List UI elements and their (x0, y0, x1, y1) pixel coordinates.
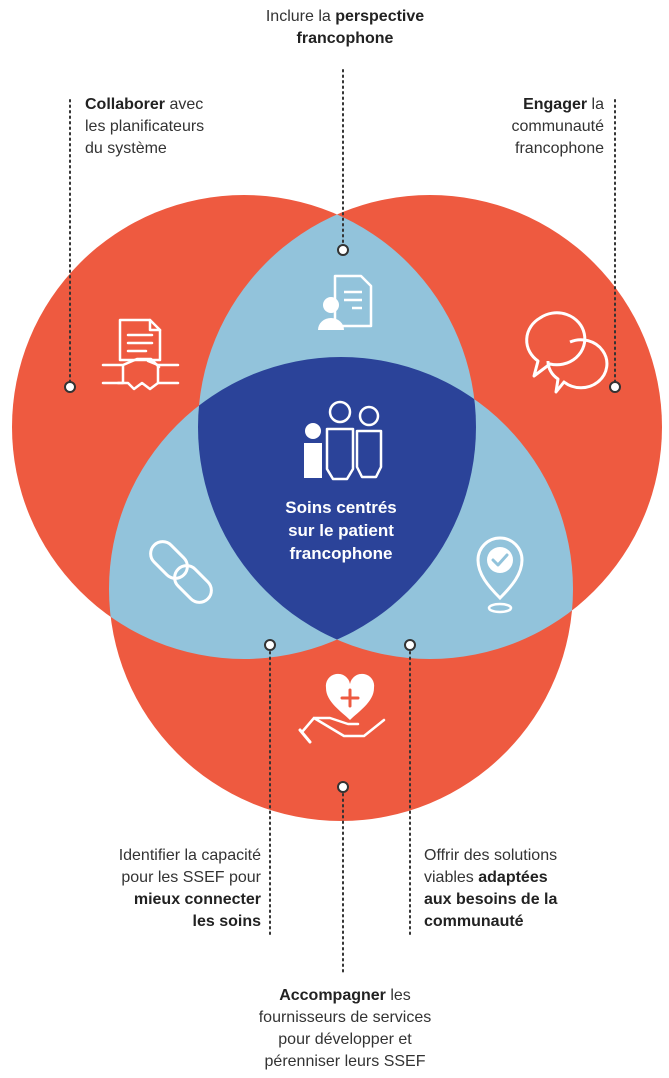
label-identify-capacity: Identifier la capacité pour les SSEF pou… (20, 845, 261, 933)
label-top-bold: perspective (335, 8, 425, 25)
speech-bubbles-icon (525, 311, 609, 394)
connector-dots (64, 244, 621, 793)
dot-bottom (337, 781, 349, 793)
label-bottom-left-line3: mieux connecter (133, 891, 261, 908)
label-top-pre: Inclure la (265, 8, 336, 25)
center-title: Soins centrés sur le patient francophone (240, 496, 442, 565)
label-top-left-line3: du système (85, 140, 167, 157)
label-bottom-left-line2: pour les SSEF pour (121, 869, 261, 886)
label-bottom-bold: Accompagner (279, 987, 386, 1004)
label-top-right-line3: francophone (515, 140, 604, 157)
label-bottom-left-line1: Identifier la capacité (118, 847, 261, 864)
label-bottom-right-line4: communauté (424, 913, 524, 930)
label-bottom-line2: fournisseurs de services (258, 1009, 432, 1026)
center-region (198, 357, 476, 659)
label-top-left-post: avec (165, 96, 204, 113)
label-bottom-right-line3: aux besoins de la (424, 891, 558, 908)
label-top-left-bold: Collaborer (85, 96, 166, 113)
label-bottom-post: les (385, 987, 411, 1004)
label-bottom-line3: pour développer et (278, 1031, 412, 1048)
location-check-icon (476, 536, 524, 614)
label-top-left-line2: les planificateurs (85, 118, 205, 135)
heart-hand-icon (298, 673, 386, 744)
dot-bottom-left (264, 639, 276, 651)
label-bottom-line4: pérenniser leurs SSEF (264, 1053, 426, 1070)
connectors (69, 69, 616, 973)
label-bottom-right-line1: Offrir des solutions (424, 847, 558, 864)
label-collaborate: Collaborer avec les planificateurs du sy… (85, 94, 305, 160)
label-include-perspective: Inclure la perspective francophone (180, 6, 510, 50)
label-top-right-post: la (587, 96, 604, 113)
label-engage: Engager la communauté francophone (380, 94, 605, 160)
patient-family-icon (304, 400, 383, 481)
dot-top-left (64, 381, 76, 393)
label-top-right-line2: communauté (511, 118, 605, 135)
label-accompany: Accompagner les fournisseurs de services… (180, 985, 510, 1073)
label-offer-solutions: Offrir des solutions viables adaptées au… (424, 845, 664, 933)
chain-link-icon (149, 540, 213, 604)
center-line-3: francophone (289, 544, 393, 563)
label-top-line2: francophone (296, 30, 394, 47)
label-bottom-right-line2-pre: viables (424, 869, 479, 886)
label-top-right-bold: Engager (523, 96, 588, 113)
dot-top-right (609, 381, 621, 393)
dot-bottom-right (404, 639, 416, 651)
center-line-1: Soins centrés (285, 498, 397, 517)
person-document-icon (318, 274, 373, 330)
center-line-2: sur le patient (288, 521, 394, 540)
label-bottom-left-line4: les soins (192, 913, 261, 930)
handshake-document-icon (101, 318, 180, 391)
dot-top (337, 244, 349, 256)
label-bottom-right-line2-bold: adaptées (478, 869, 548, 886)
